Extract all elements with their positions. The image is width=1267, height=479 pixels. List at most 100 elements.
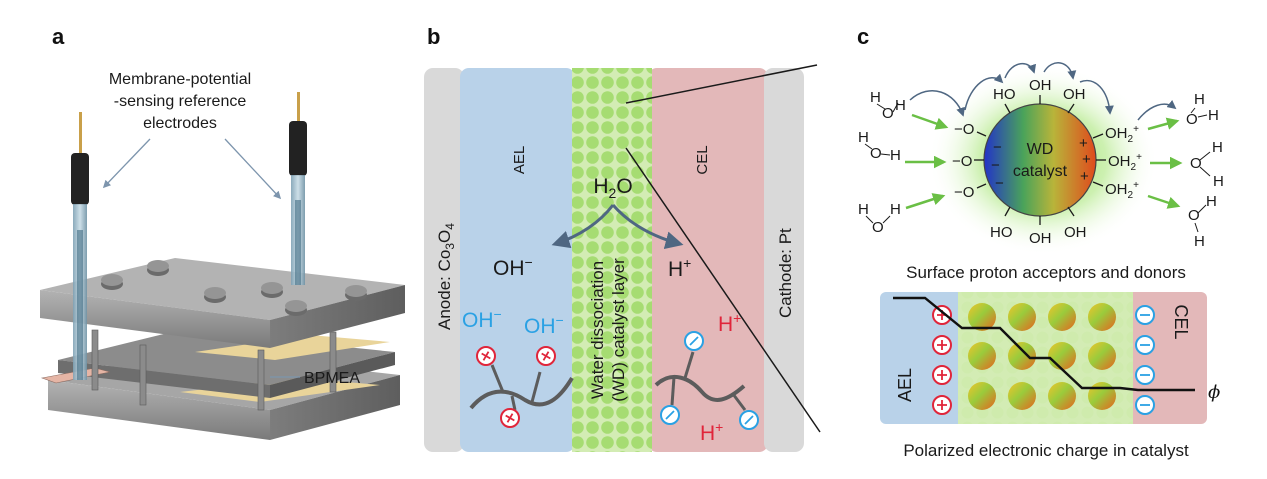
svg-text:H: H [1194, 91, 1205, 108]
protonated-site-1: OH2+ [1105, 124, 1139, 145]
fixed-anion-3 [739, 410, 759, 430]
fixed-anion-2 [660, 405, 680, 425]
cel-fixed-anions [1135, 305, 1155, 415]
ael-label: AEL [511, 146, 528, 174]
fixed-cation-3 [500, 408, 520, 428]
wd-label-line-2: (WD) catalyst layer [609, 258, 628, 402]
zoom-line-top [625, 64, 818, 104]
svg-text:O: O [1186, 111, 1198, 128]
svg-text:H: H [890, 201, 901, 218]
svg-text:H: H [1206, 193, 1217, 210]
panel-a: a Membrane-potential -sensing reference … [40, 24, 405, 440]
svg-text:+: + [1082, 151, 1091, 168]
svg-text:H: H [1208, 107, 1219, 124]
svg-text:H: H [1213, 173, 1224, 190]
protonated-site-3: OH2+ [1105, 180, 1139, 201]
panel-c: c WD catalyst − − − + + + [857, 24, 1224, 460]
svg-text:O: O [1190, 155, 1202, 172]
water-label: H2O [593, 175, 632, 201]
phi-label: ϕ [1208, 382, 1220, 403]
ael-block [880, 292, 965, 424]
ion-h-2: H+ [700, 419, 723, 445]
svg-text:H: H [1194, 233, 1205, 250]
cel-polymer-chain [654, 331, 759, 430]
svg-text:+: + [1079, 135, 1088, 152]
deprotonated-site-3: −O [954, 184, 974, 201]
catalyst-label-2: catalyst [1013, 163, 1068, 180]
caption-polarized-charge: Polarized electronic charge in catalyst [903, 441, 1189, 460]
surface-bonds [974, 95, 1106, 225]
ion-h-1: H+ [718, 310, 741, 336]
panel-c-letter: c [857, 24, 869, 49]
water-approach-arrows [905, 113, 1183, 210]
ael-fixed-cations [932, 305, 952, 415]
oh-product: OH− [493, 254, 533, 280]
potential-profile-line [893, 296, 1195, 392]
panel-b-letter: b [427, 24, 440, 49]
water-left-3: HOH [858, 201, 901, 236]
panel-b: b Anode: Co3O4 AEL CEL Cathode: Pt Water… [424, 24, 821, 452]
callout-line-2: -sensing reference [114, 93, 247, 110]
fixed-cation-1 [476, 346, 496, 366]
bolt-heads [101, 260, 367, 316]
ion-oh-2: OH− [524, 312, 564, 338]
top-oh-group-2: OH [1063, 86, 1086, 103]
callout-line-1: Membrane-potential [109, 71, 251, 88]
anode-label: Anode: Co3O4 [435, 223, 457, 330]
svg-text:H: H [895, 97, 906, 114]
internal-charges: − − − + + + [991, 135, 1091, 192]
posts [91, 329, 337, 411]
surface-groups: HO OH OH HO OH OH −O −O −O OH2+ OH2+ OH2… [952, 77, 1142, 247]
cel-layer [648, 68, 768, 452]
ion-oh-1: OH− [462, 306, 502, 332]
caption-proton-acceptors: Surface proton acceptors and donors [906, 263, 1186, 282]
svg-text:H: H [858, 201, 869, 218]
cel-label-c: CEL [1171, 304, 1191, 339]
bottom-oh-group-2: OH [1064, 224, 1087, 241]
svg-text:H: H [858, 129, 869, 146]
cel-label: CEL [694, 145, 711, 174]
protonated-site-2: OH2+ [1108, 152, 1142, 173]
water-right-3: HOH [1188, 193, 1217, 250]
h-product: H+ [668, 255, 691, 281]
callout-arrow-right [224, 138, 282, 200]
cathode-layer [764, 68, 804, 452]
zoom-line-bottom [625, 147, 821, 433]
bottom-oh-group-1: OH [1029, 230, 1052, 247]
polarized-catalyst-particles [968, 303, 1116, 410]
wd-catalyst-dots [572, 68, 652, 452]
upper-gasket [195, 335, 390, 360]
split-arrow-h [611, 204, 684, 249]
bpmea-label: BPMEA [304, 370, 360, 387]
callout-arrow-left [102, 138, 151, 189]
svg-text:H: H [890, 147, 901, 164]
deprotonated-site-2: −O [952, 153, 972, 170]
reference-electrode-left [71, 112, 89, 380]
svg-text:−: − [991, 157, 1000, 174]
svg-text:−: − [995, 175, 1004, 192]
reference-electrode-right [289, 92, 307, 285]
wd-catalyst-sphere [983, 103, 1097, 217]
svg-text:O: O [1188, 207, 1200, 224]
fixed-anion-1 [684, 331, 704, 351]
cathode-label: Cathode: Pt [776, 228, 795, 318]
svg-text:H: H [870, 89, 881, 106]
anode-layer [424, 68, 464, 452]
svg-text:H: H [1212, 139, 1223, 156]
panel-a-letter: a [52, 24, 65, 49]
top-oh-group-1: OH [1029, 77, 1052, 94]
svg-text:O: O [882, 105, 894, 122]
catalyst-label-1: WD [1027, 141, 1054, 158]
split-arrow-oh [551, 204, 615, 249]
svg-text:+: + [1080, 168, 1089, 185]
svg-text:−: − [993, 139, 1002, 156]
proton-transfer-arrows [909, 62, 1177, 121]
ael-label-c: AEL [895, 368, 915, 402]
svg-text:O: O [872, 219, 884, 236]
deprotonated-site-1: −O [954, 121, 974, 138]
